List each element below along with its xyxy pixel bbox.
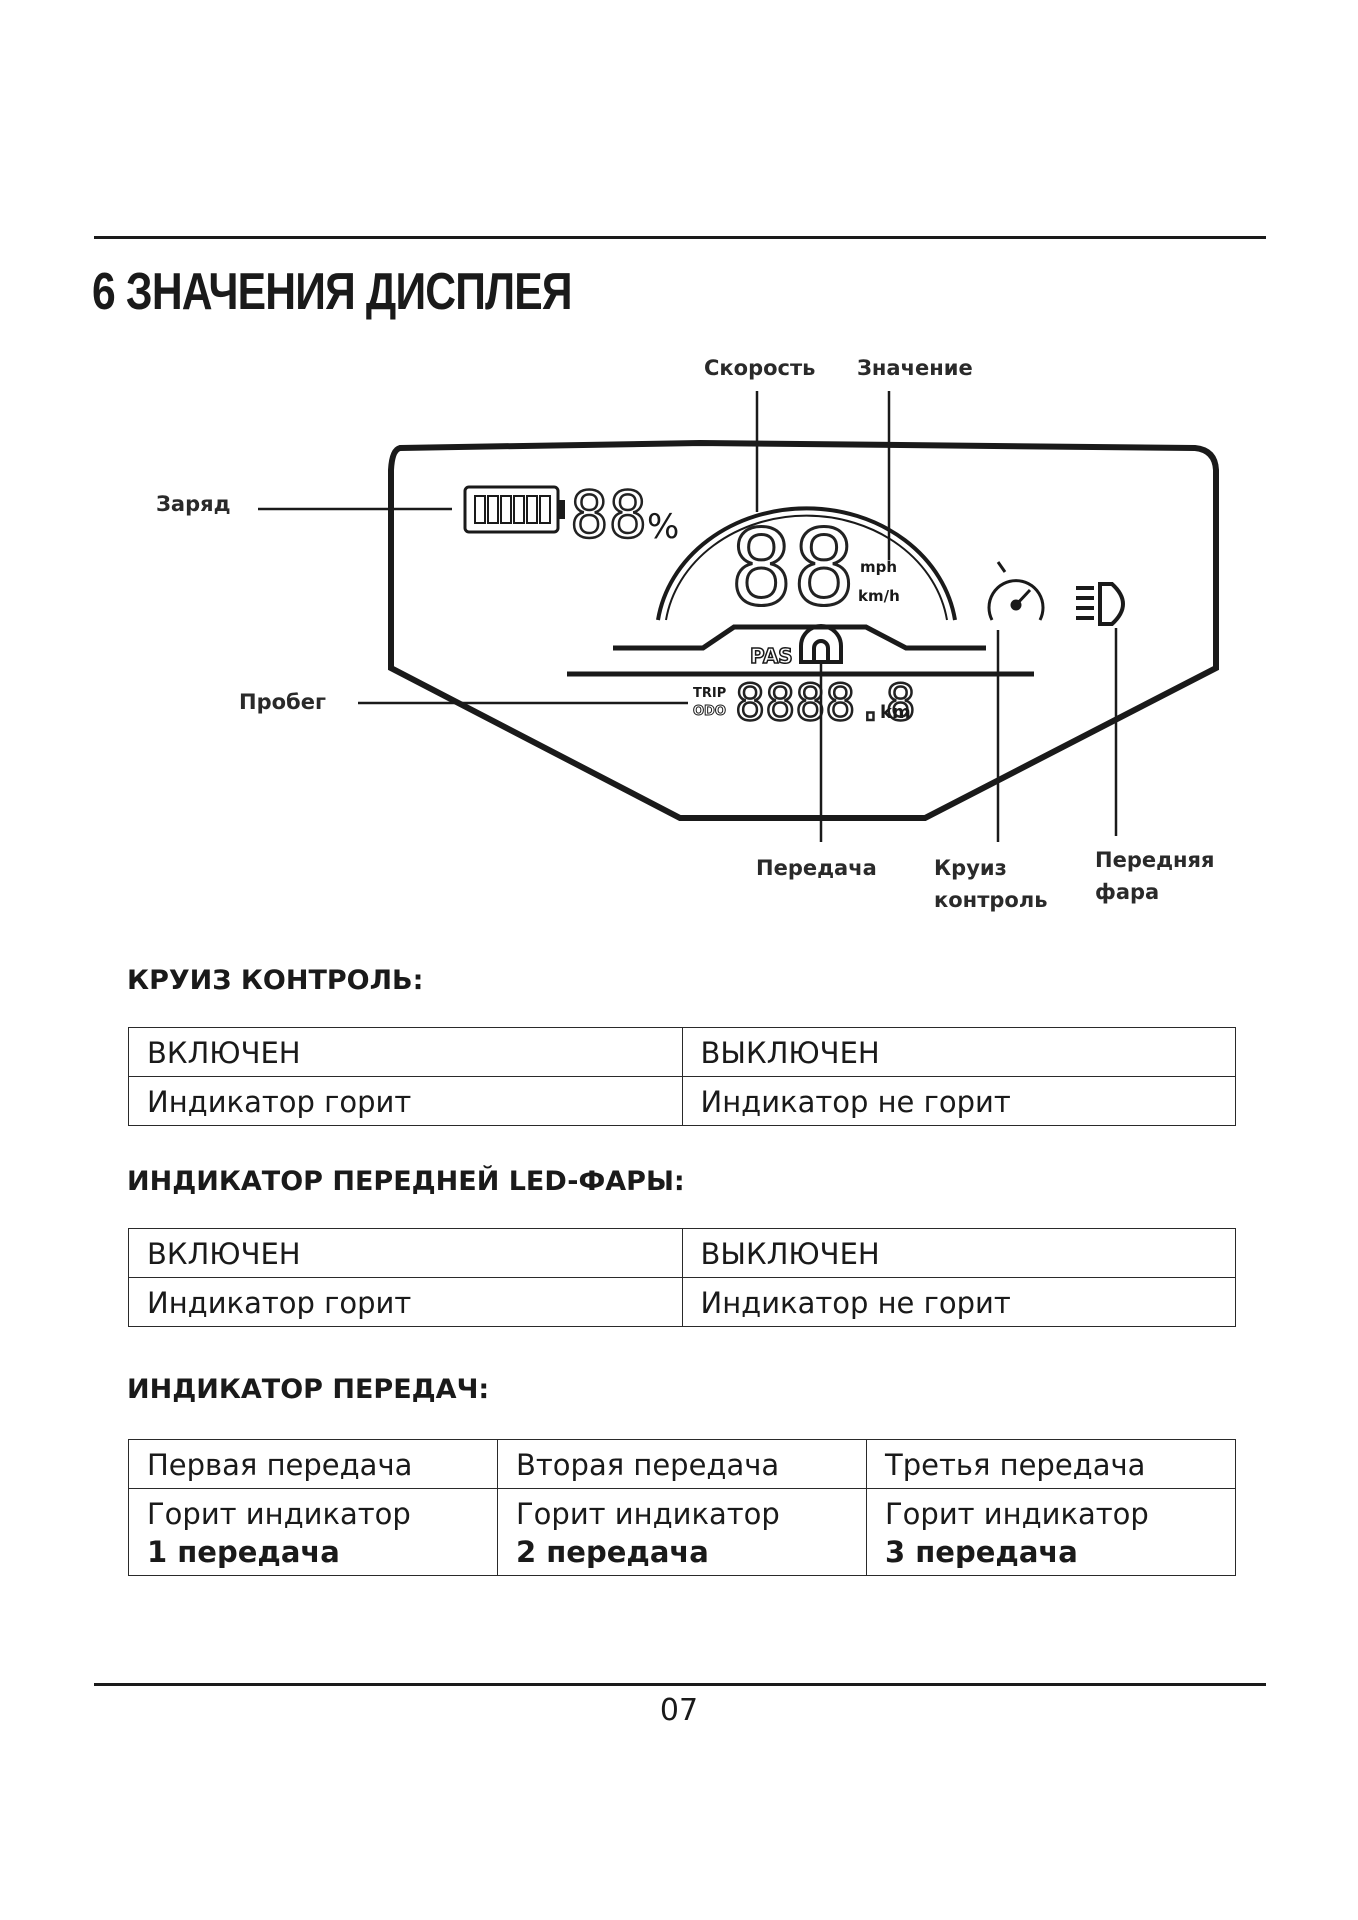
gears-heading: ИНДИКАТОР ПЕРЕДАЧ: <box>127 1374 490 1405</box>
table-cell: ВЫКЛЮЧЕН <box>681 1228 1236 1278</box>
table-cell: Индикатор горит <box>128 1277 683 1327</box>
gear-desc: Горит индикатор <box>516 1497 780 1531</box>
table-row: Индикатор горит Индикатор не горит <box>128 1076 1236 1126</box>
label-headlight-line2: фара <box>1095 880 1159 904</box>
display-diagram: 88 % 88 mph km/h PAS TRIP ODO 8888.8 km … <box>156 356 1219 912</box>
pas-bar <box>613 624 986 651</box>
top-rule <box>94 236 1266 239</box>
page-title: 6 ЗНАЧЕНИЯ ДИСПЛЕЯ <box>92 263 572 321</box>
table-cell: Горит индикатор 3 передача <box>866 1488 1236 1576</box>
page-number: 07 <box>659 1693 699 1728</box>
battery-cells <box>474 495 551 524</box>
pas-label: PAS <box>750 644 793 668</box>
table-row: ВКЛЮЧЕН ВЫКЛЮЧЕН <box>128 1228 1236 1278</box>
gear-value: 1 передача <box>147 1535 340 1569</box>
table-cell: Третья передача <box>866 1439 1236 1489</box>
gear-desc: Горит индикатор <box>147 1497 411 1531</box>
table-row: Индикатор горит Индикатор не горит <box>128 1277 1236 1327</box>
percent-sign: % <box>647 507 679 547</box>
table-cell: Горит индикатор 1 передача <box>128 1488 498 1576</box>
gear-desc: Горит индикатор <box>885 1497 1149 1531</box>
gears-table: Первая передача Вторая передача Третья п… <box>128 1439 1236 1576</box>
unit-kmh: km/h <box>858 587 900 605</box>
cruise-heading: КРУИЗ КОНТРОЛЬ: <box>127 965 424 996</box>
bottom-rule <box>94 1683 1266 1686</box>
trip-label: TRIP <box>693 686 726 701</box>
headlight-icon <box>1076 582 1125 626</box>
gear-icon <box>799 624 843 664</box>
label-charge: Заряд <box>156 492 231 516</box>
table-cell: Индикатор не горит <box>681 1076 1236 1126</box>
table-row: Первая передача Вторая передача Третья п… <box>128 1439 1236 1489</box>
label-cruise-line2: контроль <box>934 888 1047 912</box>
unit-mph: mph <box>860 558 897 576</box>
table-row: Горит индикатор 1 передача Горит индикат… <box>128 1488 1236 1576</box>
cruise-control-icon <box>987 561 1045 621</box>
battery-percent-digits: 88 <box>570 479 647 553</box>
label-speed: Скорость <box>704 356 815 380</box>
speed-arc <box>656 506 957 621</box>
table-cell: ВЫКЛЮЧЕН <box>681 1027 1236 1077</box>
table-cell: ВКЛЮЧЕН <box>128 1027 683 1077</box>
table-cell: Индикатор не горит <box>681 1277 1236 1327</box>
label-cruise-line1: Круиз <box>934 856 1007 880</box>
headlight-table: ВКЛЮЧЕН ВЫКЛЮЧЕН Индикатор горит Индикат… <box>128 1228 1236 1327</box>
display-outline <box>388 439 1219 821</box>
odo-label: ODO <box>693 704 726 719</box>
speed-digits: 88 <box>730 507 855 629</box>
gear-value: 2 передача <box>516 1535 709 1569</box>
table-cell: Горит индикатор 2 передача <box>497 1488 867 1576</box>
label-headlight-line1: Передняя <box>1095 848 1215 872</box>
unit-km: km <box>880 702 911 723</box>
label-value: Значение <box>857 356 973 380</box>
table-cell: Вторая передача <box>497 1439 867 1489</box>
label-gear: Передача <box>756 856 877 880</box>
gear-value: 3 передача <box>885 1535 1078 1569</box>
table-cell: ВКЛЮЧЕН <box>128 1228 683 1278</box>
table-cell: Первая передача <box>128 1439 498 1489</box>
cruise-table: ВКЛЮЧЕН ВЫКЛЮЧЕН Индикатор горит Индикат… <box>128 1027 1236 1126</box>
headlight-heading: ИНДИКАТОР ПЕРЕДНЕЙ LED-ФАРЫ: <box>127 1166 685 1197</box>
odometer-digits: 8888.8 <box>735 674 916 732</box>
label-mileage: Пробег <box>239 690 326 714</box>
table-cell: Индикатор горит <box>128 1076 683 1126</box>
table-row: ВКЛЮЧЕН ВЫКЛЮЧЕН <box>128 1027 1236 1077</box>
